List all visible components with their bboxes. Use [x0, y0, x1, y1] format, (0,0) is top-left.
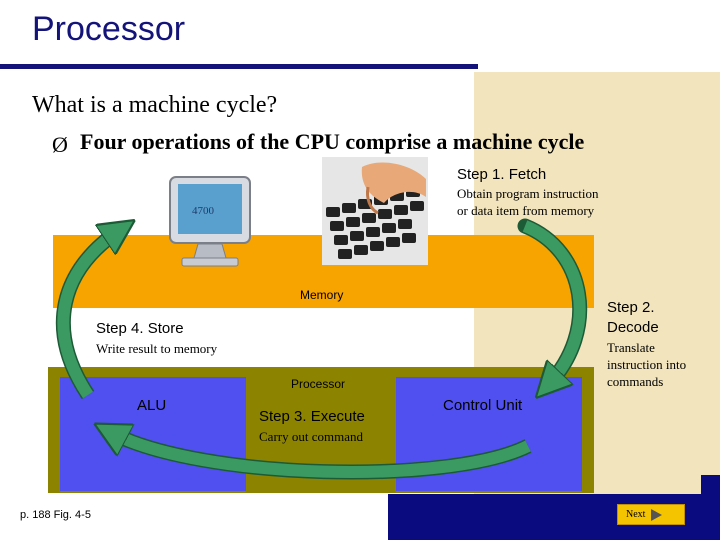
monitor-text: 4700 — [192, 205, 215, 217]
step3-desc: Carry out command — [259, 429, 363, 444]
keyboard-photo — [322, 157, 428, 265]
step2-desc-line2: instruction into — [607, 357, 687, 372]
step1-title: Step 1. Fetch — [457, 166, 547, 183]
step3-title: Step 3. Execute — [259, 408, 365, 425]
step4-desc: Write result to memory — [96, 341, 218, 356]
step2-desc-line1: Translate — [607, 340, 655, 355]
monitor-illustration: 4700 — [169, 176, 251, 267]
bullet-text: Four operations of the CPU comprise a ma… — [80, 129, 585, 154]
figure-reference: p. 188 Fig. 4-5 — [20, 509, 91, 521]
memory-label: Memory — [300, 288, 344, 302]
step1-desc-line1: Obtain program instruction — [457, 186, 599, 201]
bottom-right-bar — [701, 475, 720, 540]
step4-title: Step 4. Store — [96, 320, 184, 337]
step2-title-line2: Decode — [607, 319, 659, 336]
title-underline — [0, 64, 478, 69]
step2-title-line1: Step 2. — [607, 299, 655, 316]
processor-label: Processor — [291, 377, 346, 391]
alu-label: ALU — [137, 397, 167, 414]
control-unit-label: Control Unit — [443, 397, 523, 414]
slide-title: Processor — [32, 10, 186, 48]
alu-box — [60, 377, 246, 491]
next-button[interactable]: Next — [617, 504, 685, 525]
next-button-label: Next — [626, 509, 646, 520]
question-heading: What is a machine cycle? — [32, 92, 278, 118]
step1-desc-line2: or data item from memory — [457, 203, 595, 218]
bullet-marker: Ø — [52, 132, 68, 157]
play-arrow-icon — [651, 509, 662, 521]
step2-desc-line3: commands — [607, 374, 664, 389]
